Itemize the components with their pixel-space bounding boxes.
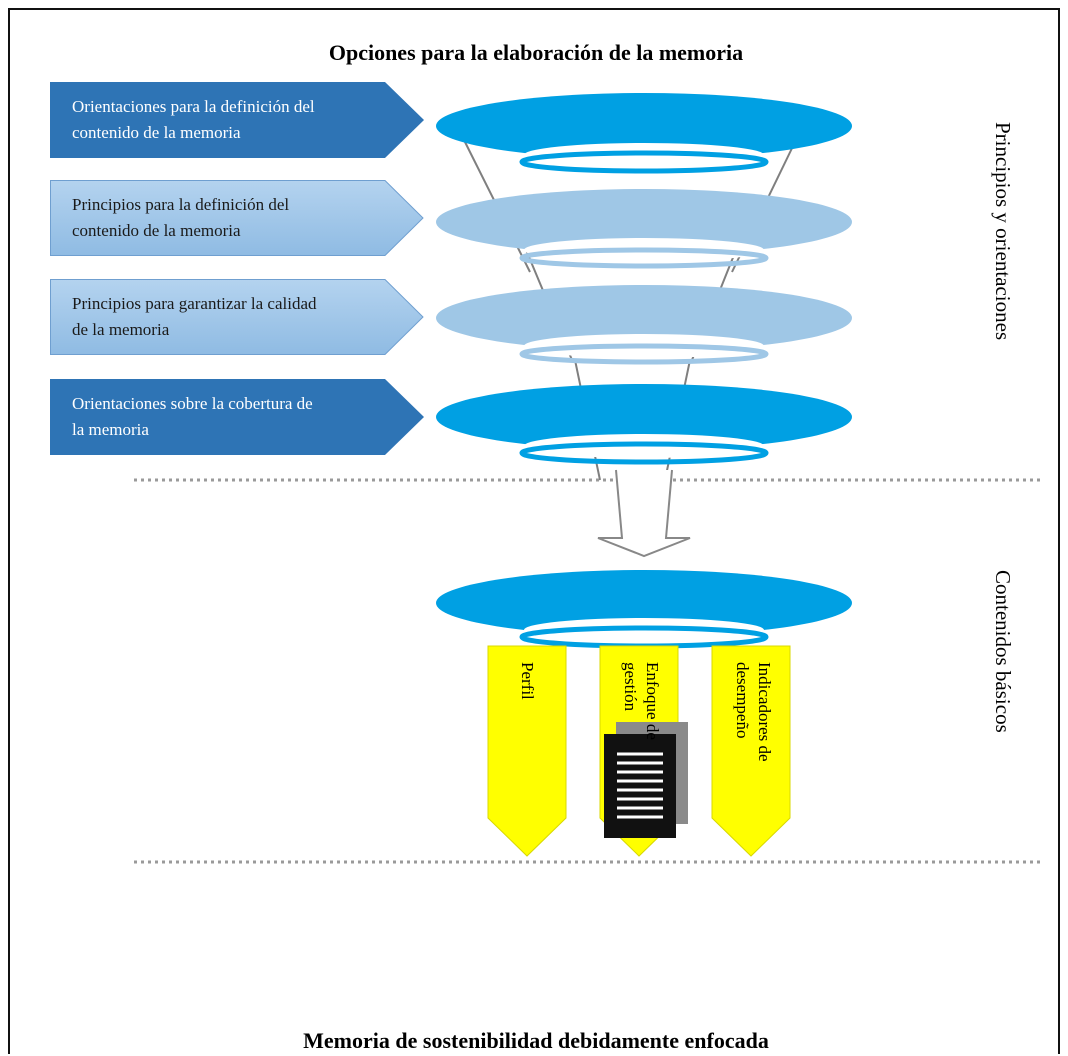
down-arrow-icon — [597, 469, 691, 558]
column-enfoque-line2: gestión — [621, 662, 640, 712]
funnel-ring-3-lip — [519, 343, 769, 365]
funnel-ring-1-lip — [519, 150, 769, 174]
funnel-ring-4-lip — [519, 441, 769, 465]
arrow-label-2-line1: Principios para la definición del — [72, 195, 290, 214]
arrow-label-4-line1: Orientaciones sobre la cobertura de — [72, 394, 313, 413]
arrow-label-1: Orientaciones para la definición del con… — [50, 82, 424, 158]
arrow-label-1-line2: contenido de la memoria — [72, 123, 241, 142]
arrow-label-3-line1: Principios para garantizar la calidad — [72, 294, 317, 313]
column-enfoque-line1: Enfoque de — [643, 662, 662, 740]
diagram-frame: Opciones para la elaboración de la memor… — [8, 8, 1060, 1054]
document-stack-icon — [604, 722, 688, 838]
footer-title: Memoria de sostenibilidad debidamente en… — [303, 1028, 769, 1053]
column-perfil-label: Perfil — [518, 662, 537, 700]
content-column-perfil — [487, 645, 567, 857]
arrow-label-2-line2: contenido de la memoria — [72, 221, 241, 240]
funnel-ring-2 — [436, 189, 852, 255]
side-label-contenidos: Contenidos básicos — [991, 570, 1015, 733]
content-column-indicadores — [711, 645, 791, 857]
arrow-label-3: Principios para garantizar la calidad de… — [50, 279, 424, 355]
funnel-diagram — [134, 93, 1040, 864]
funnel-ring-3 — [436, 285, 852, 351]
funnel-ring-2-lip — [519, 247, 769, 269]
arrow-label-3-line2: de la memoria — [72, 320, 170, 339]
arrow-label-2: Principios para la definición del conten… — [50, 180, 424, 256]
funnel-ring-1 — [436, 93, 852, 159]
diagram-title: Opciones para la elaboración de la memor… — [328, 40, 744, 65]
column-indicadores-line2: desempeño — [733, 662, 752, 739]
content-ring — [436, 570, 852, 636]
arrow-label-1-line1: Orientaciones para la definición del — [72, 97, 315, 116]
side-label-principios: Principios y orientaciones — [991, 122, 1015, 341]
column-indicadores-line1: Indicadores de — [755, 662, 774, 762]
arrow-label-4: Orientaciones sobre la cobertura de la m… — [50, 379, 424, 455]
column-enfoque-label: Enfoque de gestión — [619, 662, 663, 740]
column-indicadores-label: Indicadores de desempeño — [731, 662, 775, 762]
funnel-ring-4 — [436, 384, 852, 450]
arrow-label-4-line2: la memoria — [72, 420, 149, 439]
